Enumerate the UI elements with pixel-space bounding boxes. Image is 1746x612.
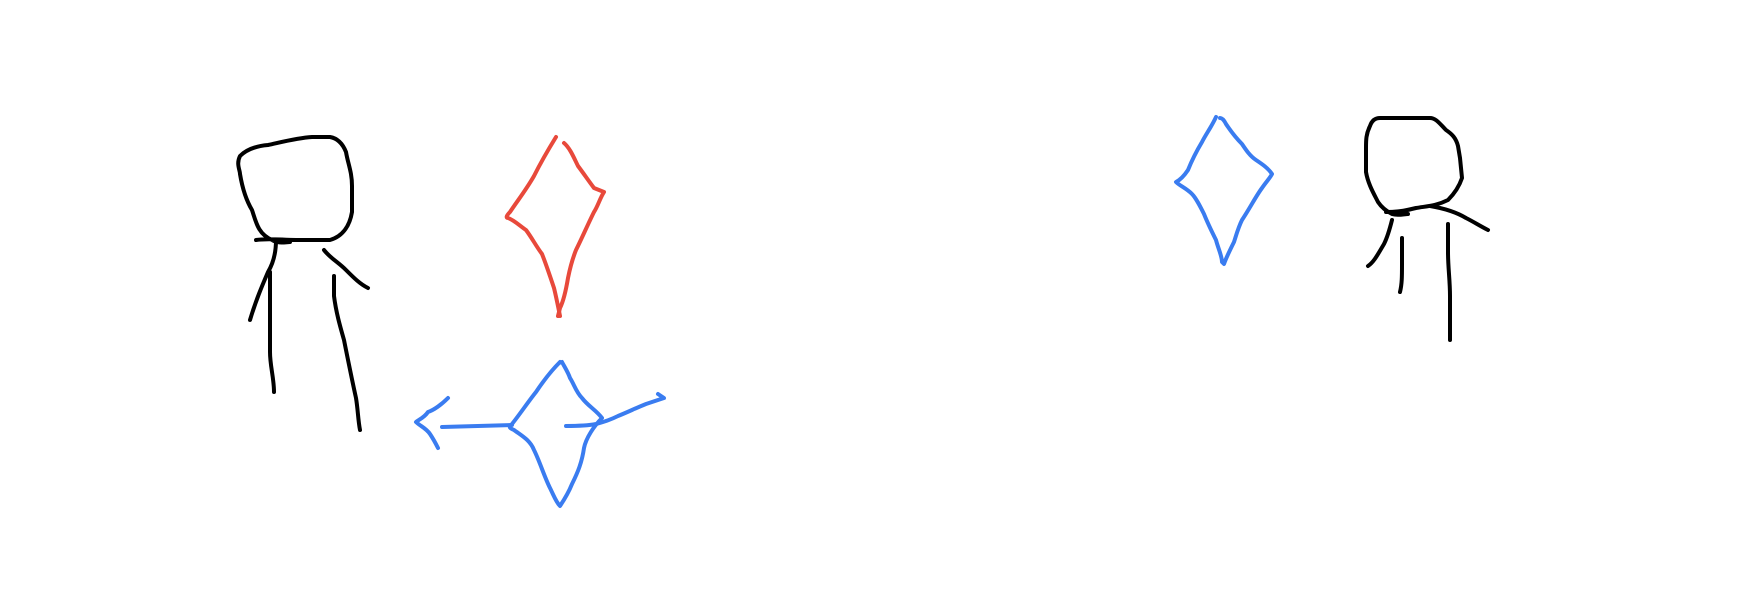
blue-diamond-arrow-tail	[564, 392, 666, 428]
blue-diamond-right	[1174, 115, 1274, 266]
stick-figure-left	[236, 135, 370, 432]
red-diamond-left	[504, 135, 562, 318]
stick-figure-left-body-1	[248, 238, 278, 322]
stick-figure-left-body-3	[322, 248, 370, 290]
stick-figure-left-body-4	[332, 274, 362, 432]
stick-figure-left-head	[236, 135, 354, 245]
stick-figure-left-body-2	[268, 270, 276, 394]
stick-figure-right-body-2	[1398, 236, 1404, 294]
stick-figure-right-body-4	[1446, 222, 1452, 342]
stick-figure-right-body-1	[1366, 218, 1394, 268]
red-diamond-right	[556, 141, 606, 318]
blue-diamond-arrow-shape	[507, 360, 604, 508]
blue-diamond-right-shape	[1174, 115, 1274, 266]
stick-figure-right-body-3	[1428, 204, 1490, 232]
stick-figure-right	[1364, 116, 1490, 342]
blue-diamond-arrowhead	[414, 396, 450, 450]
blue-diamond-arrow-shaft	[440, 423, 514, 429]
blue-diamond-arrow	[414, 360, 666, 508]
stick-figure-right-head	[1364, 116, 1464, 217]
red-diamond	[504, 135, 606, 318]
